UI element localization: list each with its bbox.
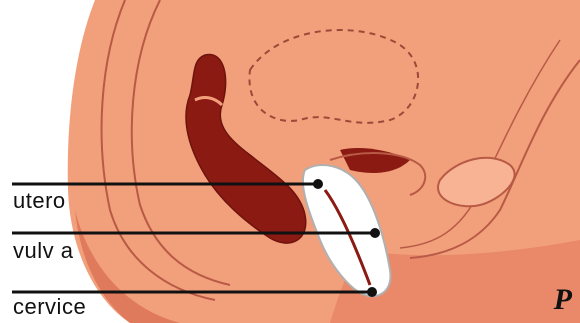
label-vulva: vulv a — [13, 240, 73, 262]
leader-dot-vulva — [370, 228, 380, 238]
leader-dot-utero — [313, 179, 323, 189]
figure-letter: P — [554, 283, 572, 317]
leader-dot-cervice — [367, 287, 377, 297]
label-utero: utero — [13, 190, 66, 212]
label-cervice: cervice — [13, 296, 86, 318]
